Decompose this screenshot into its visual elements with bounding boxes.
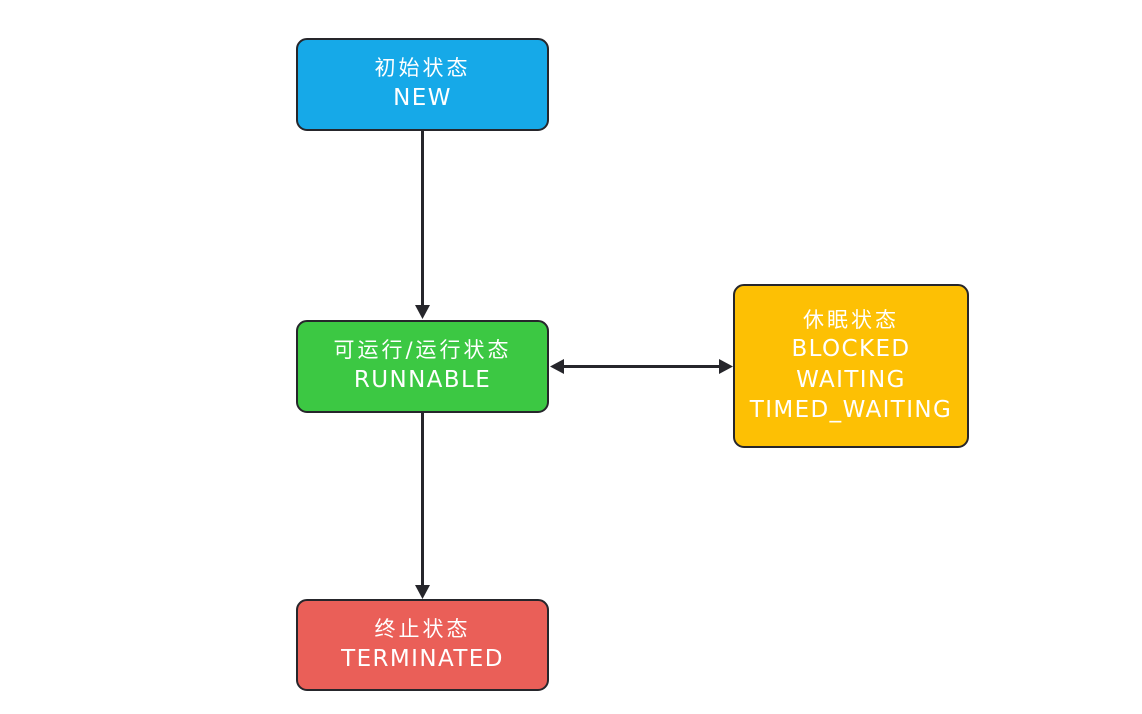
node-new[interactable]: 初始状态 NEW bbox=[296, 38, 549, 131]
node-blocked-en-label-blocked: BLOCKED bbox=[791, 336, 911, 363]
node-new-en-label: NEW bbox=[393, 85, 452, 112]
node-blocked-en-label-timed-waiting: TIMED_WAITING bbox=[749, 397, 953, 424]
edge-runnable-to-terminated bbox=[415, 413, 430, 599]
node-runnable-en-label: RUNNABLE bbox=[353, 367, 492, 394]
node-runnable-cn-label: 可运行/运行状态 bbox=[333, 338, 512, 363]
node-terminated-en-label: TERMINATED bbox=[341, 645, 504, 672]
edge-new-to-runnable bbox=[415, 131, 430, 319]
node-new-cn-label: 初始状态 bbox=[374, 56, 471, 81]
node-blocked-cn-label: 休眠状态 bbox=[803, 307, 899, 332]
node-terminated[interactable]: 终止状态 TERMINATED bbox=[296, 599, 549, 691]
node-blocked[interactable]: 休眠状态 BLOCKED WAITING TIMED_WAITING bbox=[733, 284, 969, 448]
node-terminated-cn-label: 终止状态 bbox=[374, 616, 471, 641]
node-blocked-en-label-waiting: WAITING bbox=[796, 366, 906, 393]
node-runnable[interactable]: 可运行/运行状态 RUNNABLE bbox=[296, 320, 549, 413]
edge-runnable-blocked bbox=[550, 359, 733, 374]
